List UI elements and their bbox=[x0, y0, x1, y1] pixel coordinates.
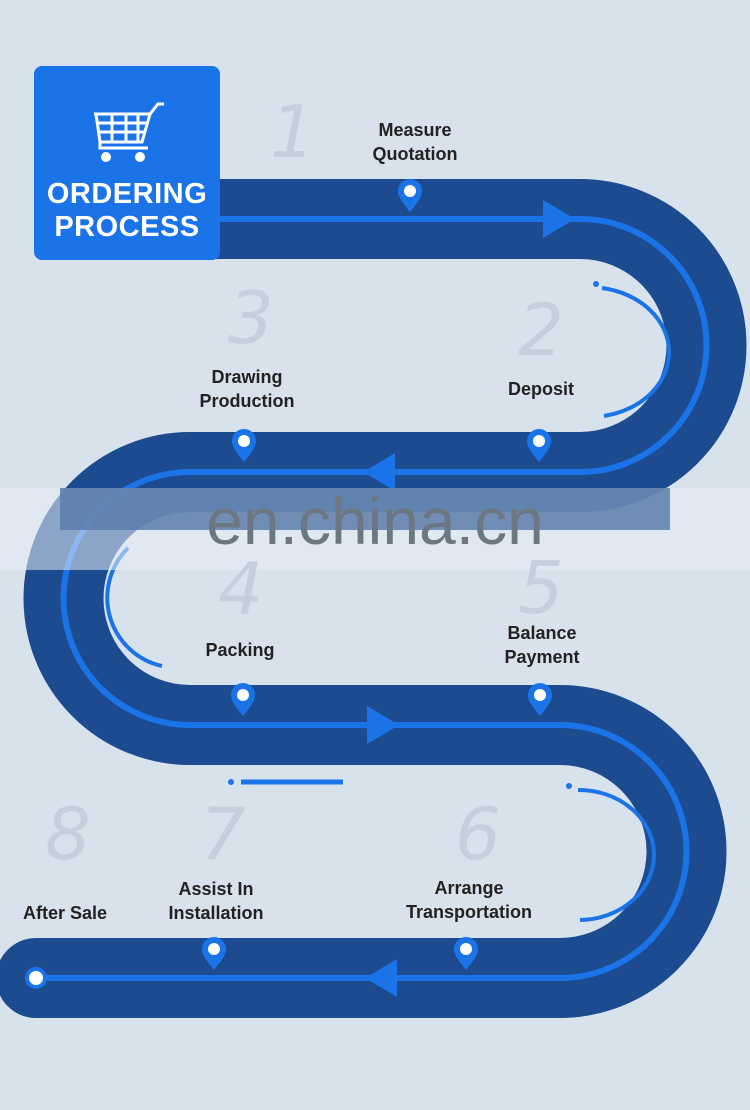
map-pin-icon bbox=[454, 937, 478, 970]
arrow-right-icon bbox=[543, 200, 575, 238]
end-point-dot bbox=[29, 971, 43, 985]
label-line: Quotation bbox=[372, 144, 458, 164]
label-line: Packing bbox=[205, 640, 275, 660]
step-label: Packing bbox=[205, 638, 274, 662]
watermark: en.china.cn bbox=[0, 488, 750, 570]
label-line: Payment bbox=[504, 647, 580, 667]
ordering-process-badge: ORDERING PROCESS bbox=[34, 66, 220, 260]
road-band bbox=[0, 179, 747, 1018]
step-label: Deposit bbox=[508, 377, 574, 401]
map-pin-icon bbox=[527, 429, 551, 462]
road-center-line bbox=[36, 216, 710, 981]
map-pin-icon bbox=[528, 683, 552, 716]
step-number: 3 bbox=[228, 276, 274, 360]
decor-arc bbox=[601, 286, 672, 418]
step-number: 4 bbox=[218, 547, 264, 631]
label-line: Arrange bbox=[434, 878, 504, 898]
arrow-right-icon bbox=[367, 706, 399, 744]
shopping-cart-icon bbox=[94, 102, 164, 162]
decor-dot bbox=[566, 783, 572, 789]
arrow-left-icon bbox=[363, 453, 395, 491]
step-number: 1 bbox=[270, 90, 316, 174]
label-line: Production bbox=[199, 391, 295, 411]
map-pin-icon bbox=[398, 179, 422, 212]
label-line: Transportation bbox=[405, 902, 533, 922]
step-number: 5 bbox=[518, 546, 564, 630]
step-number: 6 bbox=[455, 792, 501, 876]
step-number: 2 bbox=[518, 288, 564, 372]
step-number: 7 bbox=[200, 792, 246, 876]
label-line: Assist In bbox=[178, 879, 254, 899]
label-line: Deposit bbox=[507, 379, 575, 399]
decor-dot bbox=[228, 779, 234, 785]
title-line-1: ORDERING bbox=[46, 178, 208, 210]
map-pin-icon bbox=[231, 683, 255, 716]
decor-dot bbox=[593, 281, 599, 287]
label-line: Balance bbox=[507, 623, 577, 643]
decor-arc bbox=[577, 787, 656, 922]
step-number: 8 bbox=[45, 792, 91, 876]
label-line: Measure bbox=[378, 120, 452, 140]
label-line: After Sale bbox=[22, 903, 108, 923]
title-line-2: PROCESS bbox=[54, 211, 200, 243]
label-line: Drawing bbox=[211, 367, 283, 387]
watermark-band bbox=[60, 488, 670, 530]
map-pin-icon bbox=[232, 429, 256, 462]
step-label: Assist In Installation bbox=[168, 877, 263, 925]
watermark-text: en.china.cn bbox=[206, 484, 544, 558]
page-title: ORDERING PROCESS bbox=[34, 178, 220, 244]
label-line: Installation bbox=[168, 903, 264, 923]
arrow-left-icon bbox=[365, 959, 397, 997]
step-label: After Sale bbox=[23, 901, 107, 925]
map-pin-icon bbox=[202, 937, 226, 970]
